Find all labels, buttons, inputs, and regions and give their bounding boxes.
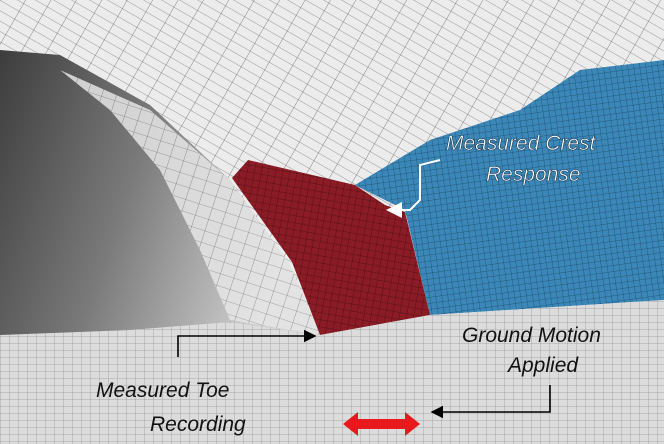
crest-label-line2: Response [486,163,581,186]
crest-pointer-arrow [386,159,441,218]
toe-label-line2: Recording [150,413,246,436]
toe-pointer-arrow [177,329,317,357]
ground-motion-double-arrow-icon [343,412,420,436]
upper-abutment-mesh [0,0,664,185]
ground-label-line2: Applied [506,354,579,377]
left-abutment-mesh [60,70,320,335]
reservoir-mesh [355,60,664,315]
crest-label-line1: Measured Crest [446,132,597,155]
dam-core-mesh [232,160,430,335]
foundation-ground-mesh [0,300,664,444]
toe-label-line1: Measured Toe [96,379,229,402]
ground-motion-pointer-arrow [430,385,551,419]
ground-label-line1: Ground Motion [462,324,601,347]
